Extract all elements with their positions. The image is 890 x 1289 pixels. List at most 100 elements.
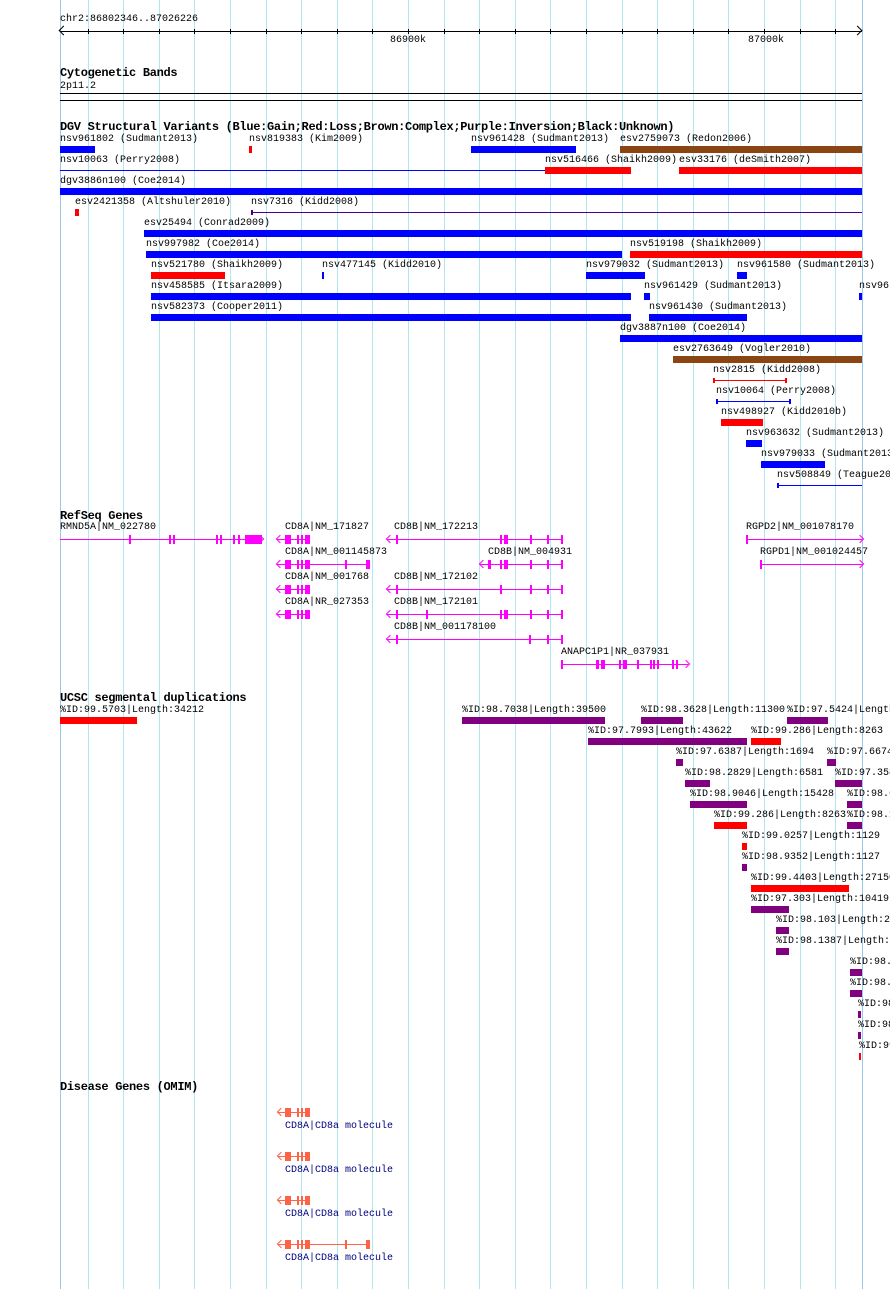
variant-bar[interactable] [630, 251, 862, 258]
gene-label[interactable]: CD8A|NM_001768 [285, 572, 370, 583]
segdup-bar[interactable] [850, 990, 862, 997]
variant-bar[interactable] [859, 293, 862, 300]
variant-label[interactable]: nsv963632 (Sudmant2013) [746, 428, 885, 439]
gene-intron-line[interactable] [746, 539, 862, 540]
segdup-bar[interactable] [835, 780, 862, 787]
variant-label[interactable]: nsv997982 (Coe2014) [146, 239, 261, 250]
segdup-label[interactable]: %ID:98.9352|Length:1127 [742, 852, 881, 863]
segdup-label[interactable]: %ID:97.303|Length:10419 [751, 894, 890, 905]
segdup-bar[interactable] [462, 717, 605, 724]
variant-label[interactable]: nsv961580 (Sudmant2013) [737, 260, 876, 271]
gene-label[interactable]: RGPD2|NM_001078170 [746, 522, 855, 533]
variant-label[interactable]: nsv498927 (Kidd2010b) [721, 407, 848, 418]
variant-bar[interactable] [586, 272, 645, 279]
gene-label[interactable]: CD8A|NM_001145873 [285, 547, 388, 558]
variant-label[interactable]: nsv10063 (Perry2008) [60, 155, 181, 166]
omim-gene-line[interactable] [278, 1244, 370, 1245]
variant-label[interactable]: nsv7316 (Kidd2008) [251, 197, 360, 208]
segdup-label[interactable]: %ID:99.4403|Length:27150 [751, 873, 890, 884]
segdup-bar[interactable] [776, 927, 789, 934]
omim-gene-line[interactable] [278, 1112, 310, 1113]
variant-bar[interactable] [249, 146, 252, 153]
variant-label[interactable]: nsv961429 (Sudmant2013) [644, 281, 783, 292]
gene-label[interactable]: CD8B|NM_001178100 [394, 622, 497, 633]
variant-line[interactable] [60, 170, 545, 171]
variant-label[interactable]: nsv458585 (Itsara2009) [151, 281, 284, 292]
variant-bar[interactable] [644, 293, 650, 300]
segdup-bar[interactable] [859, 1053, 861, 1060]
segdup-label[interactable]: %ID:99.5703|Length:34212 [60, 705, 205, 716]
segdup-label[interactable]: %ID:98.1387|Length: [776, 936, 890, 947]
variant-line[interactable] [713, 380, 786, 381]
segdup-label[interactable]: %ID:98. [850, 957, 890, 968]
variant-bar[interactable] [322, 272, 324, 279]
segdup-bar[interactable] [685, 780, 710, 787]
segdup-bar[interactable] [751, 906, 789, 913]
omim-gene-label[interactable]: CD8A|CD8a molecule [285, 1209, 394, 1220]
omim-gene-line[interactable] [278, 1200, 310, 1201]
variant-label[interactable]: nsv819383 (Kim2009) [249, 134, 364, 145]
segdup-bar[interactable] [847, 822, 862, 829]
variant-bar[interactable] [545, 167, 631, 174]
variant-label[interactable]: nsv477145 (Kidd2010) [322, 260, 443, 271]
variant-bar[interactable] [721, 419, 763, 426]
gene-intron-line[interactable] [277, 614, 310, 615]
variant-bar[interactable] [673, 356, 862, 363]
gene-intron-line[interactable] [277, 539, 310, 540]
segdup-label[interactable]: %ID:97.6674 [827, 747, 890, 758]
segdup-bar[interactable] [742, 843, 747, 850]
segdup-bar[interactable] [742, 864, 747, 871]
variant-label[interactable]: nsv96 [859, 281, 890, 292]
segdup-bar[interactable] [850, 969, 862, 976]
segdup-bar[interactable] [641, 717, 683, 724]
segdup-label[interactable]: %ID:99 [859, 1041, 890, 1052]
segdup-label[interactable]: %ID:99.286|Length:8263 [751, 726, 884, 737]
variant-bar[interactable] [151, 293, 631, 300]
variant-bar[interactable] [146, 251, 622, 258]
variant-label[interactable]: dgv3887n100 (Coe2014) [620, 323, 747, 334]
segdup-label[interactable]: %ID:97.358 [835, 768, 890, 779]
gene-intron-line[interactable] [60, 539, 262, 540]
segdup-bar[interactable] [847, 801, 862, 808]
segdup-bar[interactable] [827, 759, 836, 766]
variant-label[interactable]: nsv582373 (Cooper2011) [151, 302, 284, 313]
variant-label[interactable]: nsv508849 (Teague20 [777, 470, 890, 481]
gene-intron-line[interactable] [277, 589, 310, 590]
variant-label[interactable]: nsv2815 (Kidd2008) [713, 365, 822, 376]
variant-label[interactable]: nsv521780 (Shaikh2009) [151, 260, 284, 271]
gene-label[interactable]: RGPD1|NM_001024457 [760, 547, 869, 558]
omim-gene-label[interactable]: CD8A|CD8a molecule [285, 1121, 394, 1132]
segdup-label[interactable]: %ID:98.6 [847, 789, 890, 800]
gene-intron-line[interactable] [760, 564, 862, 565]
gene-label[interactable]: CD8B|NM_004931 [488, 547, 573, 558]
variant-bar[interactable] [737, 272, 747, 279]
variant-bar[interactable] [60, 146, 95, 153]
segdup-bar[interactable] [776, 948, 789, 955]
segdup-label[interactable]: %ID:98 [858, 999, 890, 1010]
gene-label[interactable]: CD8B|NM_172213 [394, 522, 479, 533]
gene-intron-line[interactable] [387, 614, 563, 615]
gene-label[interactable]: CD8B|NM_172102 [394, 572, 479, 583]
gene-label[interactable]: ANAPC1P1|NR_037931 [561, 647, 670, 658]
variant-label[interactable]: nsv10064 (Perry2008) [716, 386, 837, 397]
variant-bar[interactable] [471, 146, 576, 153]
variant-bar[interactable] [746, 440, 762, 447]
segdup-bar[interactable] [690, 801, 747, 808]
gene-label[interactable]: CD8A|NM_171827 [285, 522, 370, 533]
variant-label[interactable]: nsv979032 (Sudmant2013) [586, 260, 725, 271]
variant-bar[interactable] [60, 188, 862, 195]
variant-label[interactable]: nsv979033 (Sudmant2013 [761, 449, 890, 460]
omim-gene-label[interactable]: CD8A|CD8a molecule [285, 1253, 394, 1264]
gene-label[interactable]: CD8A|NR_027353 [285, 597, 370, 608]
variant-label[interactable]: esv25494 (Conrad2009) [144, 218, 271, 229]
gene-intron-line[interactable] [387, 589, 563, 590]
variant-label[interactable]: esv2421358 (Altshuler2010) [75, 197, 232, 208]
variant-bar[interactable] [75, 209, 79, 216]
gene-intron-line[interactable] [387, 639, 563, 640]
segdup-bar[interactable] [60, 717, 137, 724]
segdup-label[interactable]: %ID:98.1 [847, 810, 890, 821]
segdup-bar[interactable] [588, 738, 747, 745]
segdup-label[interactable]: %ID:98. [850, 978, 890, 989]
variant-bar[interactable] [679, 167, 862, 174]
variant-label[interactable]: nsv516466 (Shaikh2009) [545, 155, 678, 166]
